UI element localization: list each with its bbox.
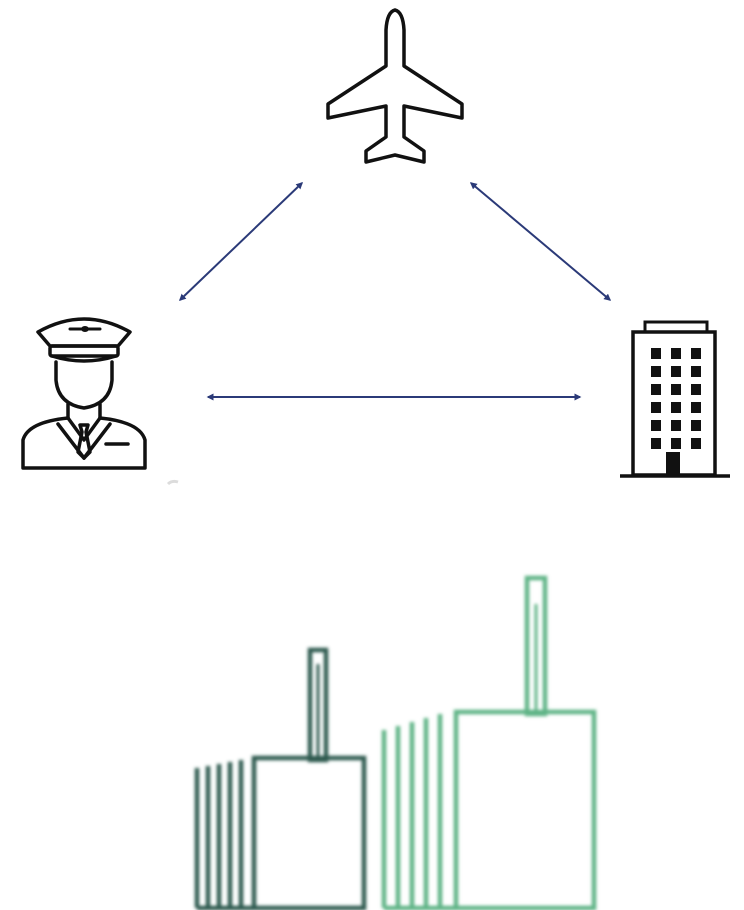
building-window	[651, 384, 661, 395]
office-building-icon	[620, 320, 730, 478]
building-window	[691, 438, 701, 449]
building-window	[671, 366, 681, 377]
building-window	[671, 438, 681, 449]
pilot-icon	[21, 317, 147, 470]
divider-mark	[166, 479, 179, 486]
building-window	[651, 348, 661, 359]
connection-arrows	[178, 182, 612, 401]
building-window	[691, 420, 701, 431]
airplane-icon	[326, 8, 464, 164]
building-window	[671, 384, 681, 395]
arrow-airplane-building	[469, 182, 612, 301]
building-window	[651, 438, 661, 449]
building-window	[651, 402, 661, 413]
building-window	[651, 420, 661, 431]
building-window	[671, 402, 681, 413]
building-window	[691, 402, 701, 413]
building-window	[671, 348, 681, 359]
building-window	[691, 384, 701, 395]
factory-logo-icon	[194, 575, 597, 910]
arrow-pilot-airplane	[178, 182, 304, 301]
building-window	[671, 420, 681, 431]
building-window	[691, 366, 701, 377]
building-window	[691, 348, 701, 359]
building-window	[651, 366, 661, 377]
